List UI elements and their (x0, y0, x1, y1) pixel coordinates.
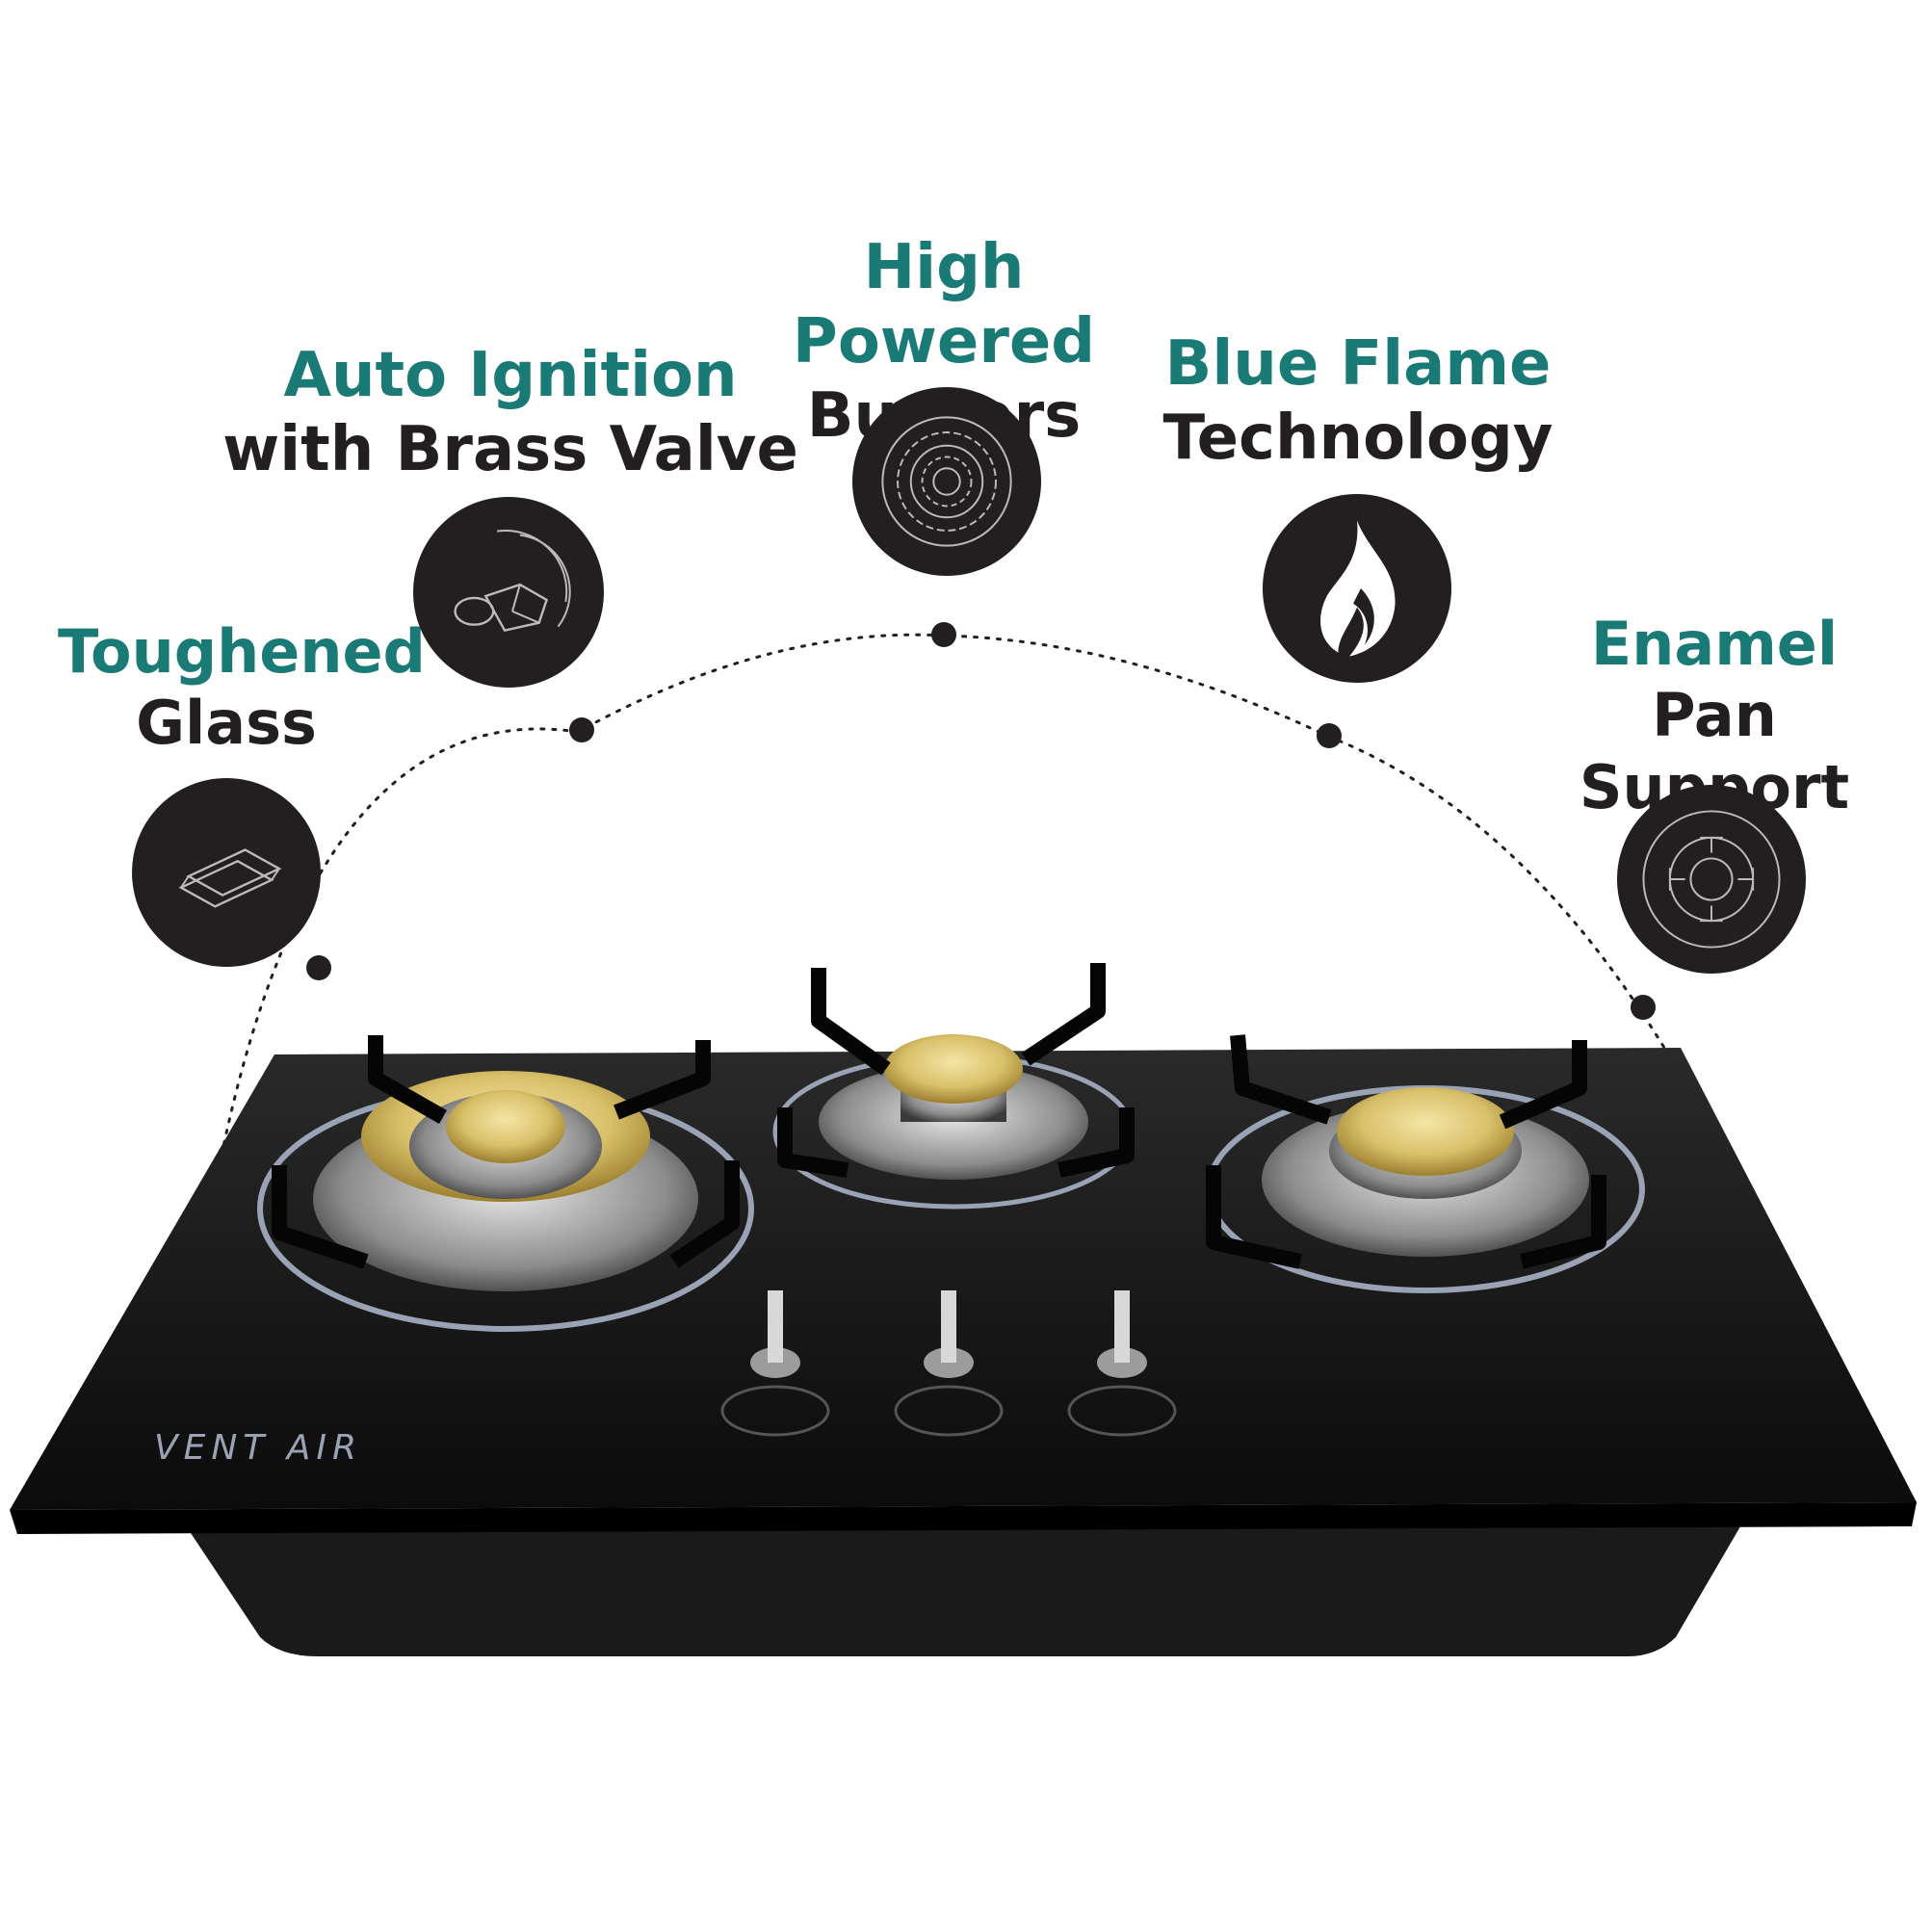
feature-blue-flame: Blue Flame Technology (1146, 327, 1570, 476)
flame-icon (1263, 494, 1451, 683)
feature-title: Enamel (1590, 609, 1839, 679)
arc-dot-4 (1317, 723, 1342, 748)
control-knobs (720, 1290, 1177, 1437)
feature-title: Toughened (58, 616, 426, 687)
arc-dot-2 (569, 717, 594, 742)
burner-left (257, 1071, 754, 1332)
burner-rings-icon (852, 387, 1041, 576)
arc-dot-1 (306, 955, 331, 980)
burner-right (1206, 1085, 1645, 1293)
glass-sheet-icon (132, 778, 321, 967)
feature-title: Blue Flame (1164, 328, 1552, 400)
feature-title: High Powered (792, 232, 1096, 377)
feature-toughened-glass: Toughened Glass (58, 616, 426, 760)
brand-logo: VENT AIR (154, 1428, 362, 1468)
pan-support-icon (1617, 785, 1806, 974)
brass-valve-icon (413, 497, 604, 688)
feature-subtitle: Glass (136, 688, 317, 759)
feature-auto-ignition: Auto Ignition with Brass Valve (222, 339, 799, 487)
feature-title: Auto Ignition (283, 340, 738, 411)
arc-dot-3 (931, 622, 956, 647)
feature-subtitle: Technology (1162, 402, 1553, 474)
arc-dot-5 (1631, 995, 1656, 1020)
feature-subtitle: with Brass Valve (222, 413, 798, 485)
